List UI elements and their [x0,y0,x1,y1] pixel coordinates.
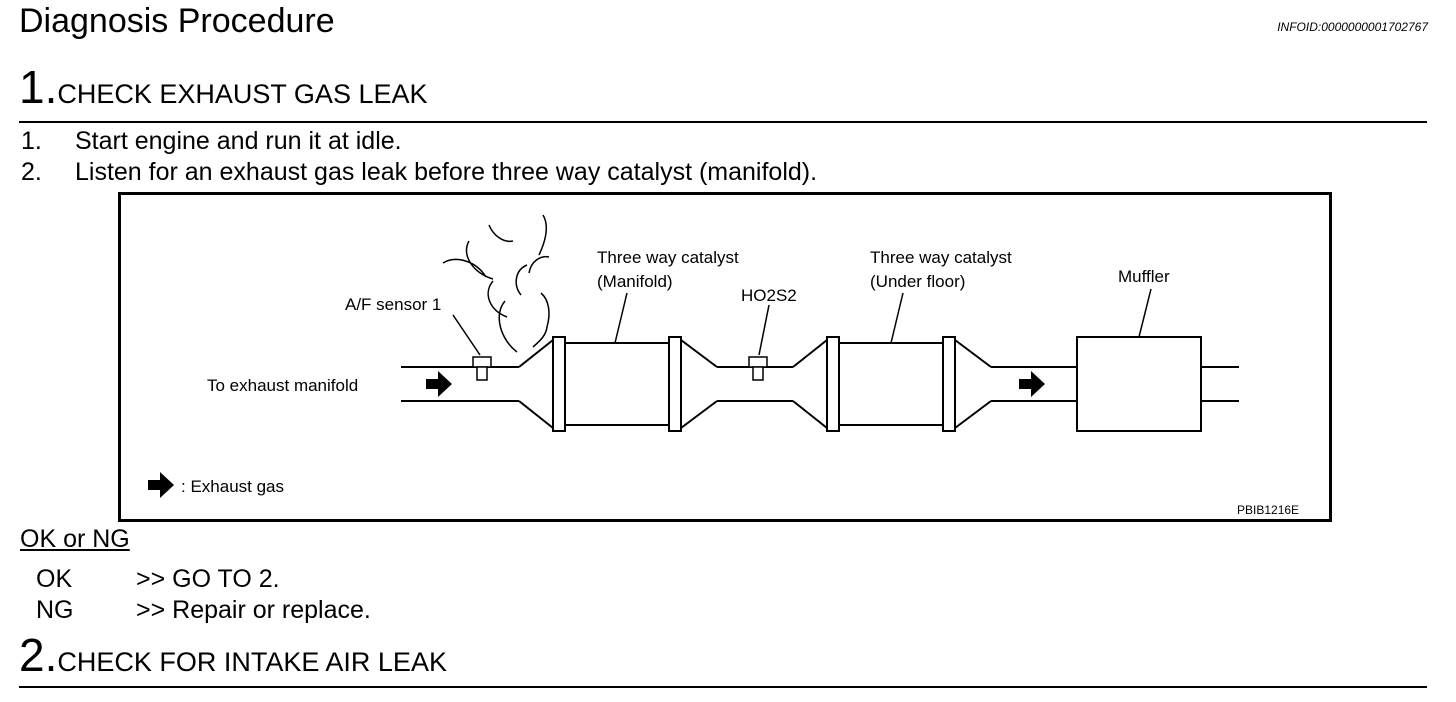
label-twc-manifold: Three way catalyst [597,248,739,267]
result-ok-text: >> GO TO 2. [136,565,280,593]
legend-arrow-icon [148,472,174,498]
page-title: Diagnosis Procedure [19,2,335,40]
info-id: INFOID:0000000001702767 [1277,20,1428,34]
list-item: 1. Start engine and run it at idle. [21,126,402,156]
label-twc-manifold-paren: (Manifold) [597,272,673,291]
divider [19,121,1427,123]
label-twc-underfloor-paren: (Under floor) [870,272,965,291]
list-item-number: 2. [21,158,42,186]
label-af-sensor-1: A/F sensor 1 [345,295,441,314]
label-twc-underfloor: Three way catalyst [870,248,1012,267]
figure-code: PBIB1216E [1237,503,1299,517]
af-sensor-1-icon [472,356,492,381]
exhaust-flow-arrow-icon [426,371,452,397]
exhaust-smoke-icon [442,214,550,353]
ho2s2-sensor-icon [748,356,768,381]
exhaust-flow-arrow-icon [1019,371,1045,397]
label-muffler: Muffler [1118,267,1170,286]
step-2-number: 2. [19,629,58,681]
result-heading: OK or NG [20,525,130,553]
step-1-number: 1. [19,61,58,113]
step-2-title: CHECK FOR INTAKE AIR LEAK [57,647,447,677]
list-item: 2. Listen for an exhaust gas leak before … [21,157,817,187]
divider [19,686,1427,688]
list-item-text: Listen for an exhaust gas leak before th… [75,158,818,186]
list-item-text: Start engine and run it at idle. [75,127,402,155]
legend-label: : Exhaust gas [181,477,284,496]
result-ok-key: OK [36,565,73,593]
result-ng-row: NG >> Repair or replace. [36,595,371,626]
step-1-heading: 1.CHECK EXHAUST GAS LEAK [19,64,428,117]
result-ok-row: OK >> GO TO 2. [36,564,280,595]
exhaust-system-diagram: A/F sensor 1 Three way catalyst (Manifol… [118,192,1332,522]
list-item-number: 1. [21,127,42,155]
result-ng-key: NG [36,596,74,624]
step-1-title: CHECK EXHAUST GAS LEAK [57,79,428,109]
result-ng-text: >> Repair or replace. [136,596,371,624]
label-ho2s2: HO2S2 [741,286,797,305]
label-to-exhaust-manifold: To exhaust manifold [207,376,358,395]
exhaust-piping [401,336,1239,432]
step-2-heading: 2.CHECK FOR INTAKE AIR LEAK [19,632,447,685]
